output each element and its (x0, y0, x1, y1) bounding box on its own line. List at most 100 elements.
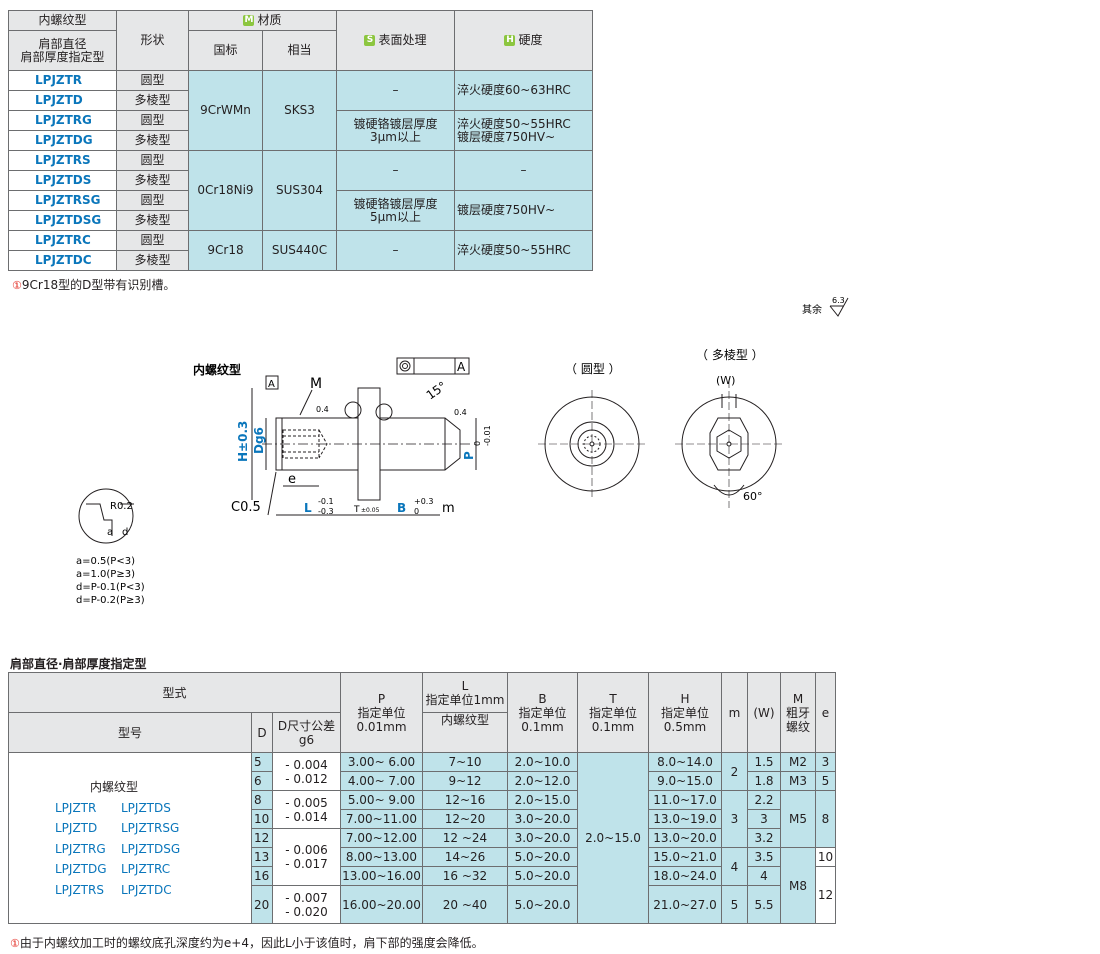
d-dim-label: Dg6 (252, 427, 266, 454)
h-cell: 13.0~19.0 (648, 809, 722, 829)
b-cell: 5.0~20.0 (507, 847, 578, 867)
e-cell: 8 (815, 790, 836, 848)
e-cell: 10 (815, 847, 836, 867)
header-m: m (721, 672, 748, 753)
shape-cell: 多棱型 (116, 250, 189, 271)
p-cell: 7.00~11.00 (340, 809, 423, 829)
d-cell: 6 (251, 771, 273, 791)
technical-drawing: 其余 6.3 内螺纹型 A M A 15° 0.4 0.4 H±0.3 (76, 296, 849, 606)
roughness-value: 6.3 (832, 296, 845, 305)
note-mark-icon: ① (12, 279, 22, 292)
w-cell: 2.2 (747, 790, 781, 810)
w-cell: 1.5 (747, 752, 781, 772)
roughness-small: 0.4 (316, 405, 329, 414)
part-number: LPJZTDSG (8, 210, 117, 231)
dtol-cell: - 0.004- 0.012 (272, 752, 341, 791)
l-cell: 20 ~40 (422, 885, 508, 924)
dtol-cell: - 0.005- 0.014 (272, 790, 341, 829)
b-cell: 2.0~10.0 (507, 752, 578, 772)
part-number: LPJZTRG (8, 110, 117, 131)
shape-cell: 多棱型 (116, 90, 189, 111)
dtol-cell: - 0.007- 0.020 (272, 885, 341, 924)
h-cell: 9.0~15.0 (648, 771, 722, 791)
b-cell: 2.0~12.0 (507, 771, 578, 791)
m-cell: 2 (721, 752, 748, 791)
l-cell: 9~12 (422, 771, 508, 791)
t-cell: 2.0~15.0 (577, 752, 649, 924)
material-national: 9CrWMn (188, 70, 263, 151)
material-equiv: SUS440C (262, 230, 337, 271)
concentricity-frame (396, 357, 470, 375)
thread-cell: M3 (780, 771, 816, 791)
header-type: 型式 (8, 672, 341, 713)
l-tol-bot: -0.3 (318, 507, 334, 516)
l-cell: 12~20 (422, 809, 508, 829)
hardness-cell: 淬火硬度50~55HRC (454, 230, 593, 271)
thread-cell: M8 (780, 847, 816, 924)
p-tol-bot: -0.01 (483, 425, 492, 446)
header-l-type: 内螺纹型 (422, 712, 508, 753)
p-cell: 4.00~ 7.00 (340, 771, 423, 791)
material-badge-icon: M (243, 15, 255, 26)
e-cell: 12 (815, 866, 836, 924)
d-cell: 8 (251, 790, 273, 810)
p-cell: 3.00~ 6.00 (340, 752, 423, 772)
hardness-cell: – (454, 150, 593, 191)
d-cell: 12 (251, 828, 273, 848)
m-cell: 5 (721, 885, 748, 924)
part-number: LPJZTDS (8, 170, 117, 191)
concentricity-icon (399, 360, 411, 372)
b-cell: 3.0~20.0 (507, 809, 578, 829)
shape-cell: 圆型 (116, 70, 189, 91)
roughness-label: 其余 (802, 303, 822, 316)
p-cell: 13.00~16.00 (340, 866, 423, 886)
hardness-badge-icon: H (504, 35, 516, 46)
a-label: a (107, 527, 113, 538)
b-cell: 2.0~15.0 (507, 790, 578, 810)
part-number: LPJZTR (8, 70, 117, 91)
material-national: 9Cr18 (188, 230, 263, 271)
part-number: LPJZTRS (8, 150, 117, 171)
concentricity-datum: A (457, 360, 466, 374)
part-number: LPJZTDC (8, 250, 117, 271)
header-type: 内螺纹型 (8, 10, 117, 31)
p-tol-top: 0 (473, 441, 482, 446)
detail-view-circle (78, 488, 134, 544)
type-label: 内螺纹型 (90, 780, 139, 794)
header-national: 国标 (188, 30, 263, 71)
m-cell: 4 (721, 847, 748, 886)
t-label: T (353, 505, 360, 515)
header-subtype: 肩部直径肩部厚度指定型 (8, 30, 117, 71)
header-equiv: 相当 (262, 30, 337, 71)
pin-side-view (262, 387, 470, 501)
material-equiv: SKS3 (262, 70, 337, 151)
w-cell: 3 (747, 809, 781, 829)
l-cell: 16 ~32 (422, 866, 508, 886)
section-title: 肩部直径·肩部厚度指定型 (10, 657, 147, 671)
hardness-cell: 淬火硬度60~63HRC (454, 70, 593, 111)
thread-m-label: M (310, 376, 322, 392)
b-tol-bot: 0 (414, 507, 419, 516)
shape-cell: 多棱型 (116, 210, 189, 231)
l-cell: 12~16 (422, 790, 508, 810)
d-cell: 20 (251, 885, 273, 924)
d-cell: 10 (251, 809, 273, 829)
roughness-small: 0.4 (454, 408, 467, 417)
h-cell: 18.0~24.0 (648, 866, 722, 886)
h-cell: 21.0~27.0 (648, 885, 722, 924)
shape-cell: 圆型 (116, 190, 189, 211)
round-end-view (538, 390, 646, 498)
formula: d=P-0.2(P≥3) (76, 595, 145, 606)
m-leader (299, 389, 313, 416)
